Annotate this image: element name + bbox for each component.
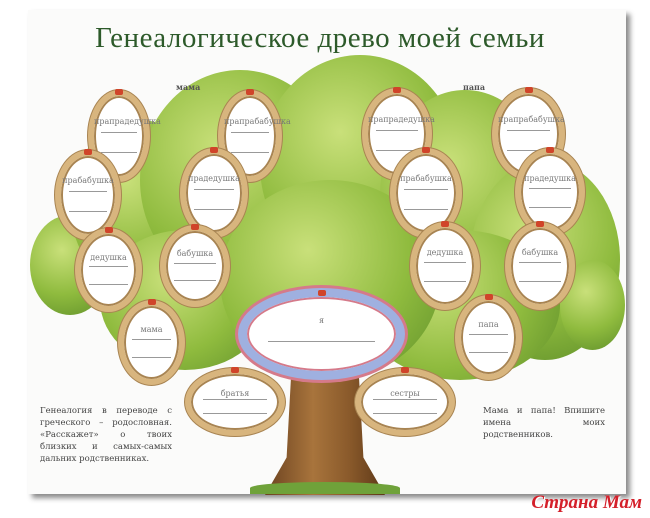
name-write-line[interactable] bbox=[468, 333, 509, 335]
oval-label: братья bbox=[220, 388, 250, 398]
name-write-line[interactable] bbox=[231, 152, 269, 153]
heart-ornament-icon bbox=[147, 299, 156, 305]
oval-label: прабабушка bbox=[62, 176, 114, 186]
heart-ornament-icon bbox=[524, 87, 533, 93]
oval-label: прапрадедушка bbox=[94, 116, 161, 126]
heart-ornament-icon bbox=[115, 89, 123, 95]
name-write-line[interactable] bbox=[529, 207, 571, 209]
name-write-line[interactable] bbox=[506, 130, 551, 131]
oval-frame-father-grandmother[interactable]: бабушка bbox=[505, 221, 575, 310]
page-title: Генеалогическое древо моей семьи bbox=[95, 22, 545, 54]
name-write-line[interactable] bbox=[193, 208, 235, 210]
name-write-line[interactable] bbox=[203, 413, 267, 415]
heart-ornament-icon bbox=[441, 221, 449, 227]
heart-ornament-icon bbox=[231, 367, 239, 373]
name-write-line[interactable] bbox=[68, 210, 108, 212]
name-write-line[interactable] bbox=[267, 341, 376, 343]
oval-label: прапрабабушка bbox=[224, 116, 291, 126]
heart-ornament-icon bbox=[210, 147, 218, 153]
oval-label: прапрадедушка bbox=[368, 114, 435, 124]
name-write-line[interactable] bbox=[529, 188, 571, 190]
name-write-line[interactable] bbox=[519, 262, 561, 264]
heart-ornament-icon bbox=[84, 149, 92, 155]
heart-ornament-icon bbox=[546, 147, 554, 153]
oval-label: бабушка bbox=[176, 249, 214, 259]
oval-frame-mother-great-great-grandfather[interactable]: прапрадедушка bbox=[88, 89, 161, 182]
oval-frame-father-grandfather[interactable]: дедушка bbox=[410, 221, 480, 310]
name-write-line[interactable] bbox=[101, 152, 137, 153]
oval-frame-father-great-grandfather[interactable]: прадедушка bbox=[515, 147, 585, 236]
name-write-line[interactable] bbox=[519, 281, 561, 283]
oval-label: дедушка bbox=[426, 247, 464, 257]
oval-frame-mother-grandmother[interactable]: бабушка bbox=[160, 224, 230, 307]
heart-ornament-icon bbox=[104, 227, 113, 233]
heart-ornament-icon bbox=[422, 147, 430, 153]
name-write-line[interactable] bbox=[424, 281, 466, 283]
name-write-line[interactable] bbox=[101, 132, 137, 133]
name-write-line[interactable] bbox=[68, 191, 108, 193]
name-write-line[interactable] bbox=[131, 357, 172, 359]
name-write-line[interactable] bbox=[88, 284, 129, 286]
father-side-label: папа bbox=[463, 82, 486, 92]
oval-label: прапрабабушка bbox=[498, 114, 565, 124]
heart-ornament-icon bbox=[536, 221, 544, 227]
heart-ornament-icon bbox=[484, 294, 493, 300]
oval-label: прадедушка bbox=[188, 174, 240, 184]
parents-note: Мама и папа! Впишите имена моих родствен… bbox=[483, 406, 605, 440]
name-write-line[interactable] bbox=[376, 130, 418, 131]
watermark-logo: Страна Мам bbox=[531, 492, 642, 513]
oval-frame-mother-grandfather[interactable]: дедушка bbox=[75, 227, 142, 312]
name-write-line[interactable] bbox=[174, 280, 216, 281]
oval-frame-father[interactable]: папа bbox=[455, 294, 522, 380]
heart-ornament-icon bbox=[317, 290, 326, 296]
name-write-line[interactable] bbox=[203, 399, 267, 401]
oval-label: сестры bbox=[390, 388, 420, 398]
oval-frame-sisters[interactable]: сестры bbox=[355, 367, 455, 436]
oval-label: прабабушка bbox=[400, 174, 452, 184]
name-write-line[interactable] bbox=[468, 352, 509, 354]
oval-frame-brothers[interactable]: братья bbox=[185, 367, 285, 436]
name-write-line[interactable] bbox=[506, 150, 551, 151]
oval-label: прадедушка bbox=[524, 173, 576, 183]
name-write-line[interactable] bbox=[131, 338, 172, 340]
oval-label: я bbox=[318, 316, 325, 326]
name-write-line[interactable] bbox=[404, 189, 448, 191]
heart-ornament-icon bbox=[393, 87, 401, 93]
oval-label: бабушка bbox=[521, 247, 559, 257]
oval-frame-mother[interactable]: мама bbox=[118, 299, 185, 385]
oval-frame-mother-great-grandmother[interactable]: прабабушка bbox=[55, 149, 121, 240]
oval-label: дедушка bbox=[90, 252, 127, 262]
grass bbox=[250, 482, 400, 494]
oval-label: папа bbox=[478, 319, 499, 329]
name-write-line[interactable] bbox=[376, 150, 418, 151]
heart-ornament-icon bbox=[191, 224, 199, 230]
oval-frame-mother-great-great-grandmother[interactable]: прапрабабушка bbox=[218, 89, 291, 182]
heart-ornament-icon bbox=[246, 89, 254, 95]
genealogy-note: Генеалогия в переводе с греческого – род… bbox=[40, 406, 172, 464]
name-write-line[interactable] bbox=[424, 262, 466, 264]
name-write-line[interactable] bbox=[231, 132, 269, 133]
name-write-line[interactable] bbox=[373, 413, 437, 415]
name-write-line[interactable] bbox=[174, 262, 216, 264]
name-write-line[interactable] bbox=[373, 399, 437, 401]
oval-label: мама bbox=[140, 324, 163, 334]
name-write-line[interactable] bbox=[193, 189, 235, 191]
heart-ornament-icon bbox=[401, 367, 409, 373]
oval-frame-me[interactable]: я bbox=[238, 288, 405, 380]
name-write-line[interactable] bbox=[404, 208, 448, 210]
name-write-line[interactable] bbox=[88, 266, 129, 268]
mother-side-label: мама bbox=[176, 82, 201, 92]
